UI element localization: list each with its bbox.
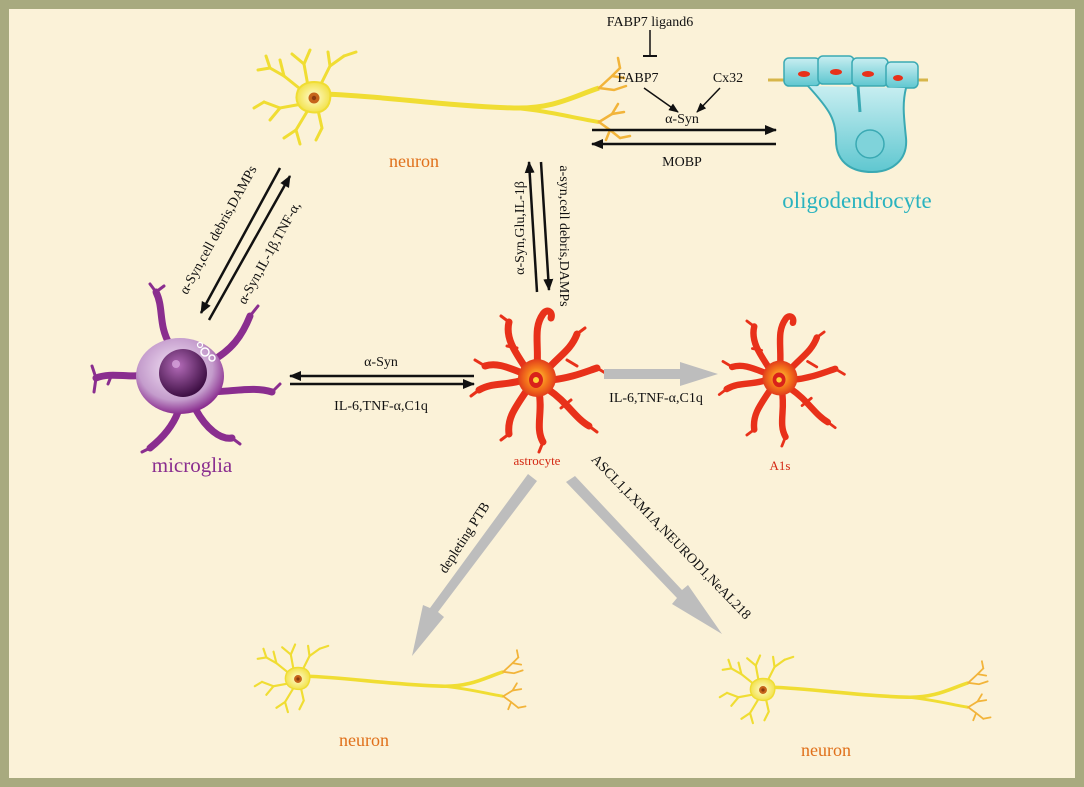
label-a1s: A1s bbox=[770, 458, 791, 473]
label-microglia-to-astrocyte: IL-6,TNF-α,C1q bbox=[334, 399, 428, 414]
label-neuron-bottom-left: neuron bbox=[339, 730, 389, 750]
label-astrocyte-to-microglia: α-Syn bbox=[364, 355, 398, 370]
label-neuron-top: neuron bbox=[389, 151, 439, 171]
astrocyte-cell bbox=[471, 311, 607, 452]
gray-arrow-astrocyte-to-a1s bbox=[604, 362, 718, 386]
a1s-cell bbox=[719, 316, 844, 446]
label-neuron-to-astrocyte: a-syn,cell debris,DAMPs bbox=[556, 165, 571, 306]
oligodendrocyte-cell bbox=[768, 55, 928, 174]
arrow-fabp7-to-asyn bbox=[643, 87, 679, 113]
gray-arrow-astrocyte-to-neuron-left bbox=[412, 474, 537, 656]
label-reprogramming-factors: ASCL1,LXM1A,NEUROD1,NeAL218 bbox=[588, 452, 754, 623]
label-fabp7: FABP7 bbox=[618, 71, 659, 86]
label-asyn-oligo: α-Syn bbox=[665, 112, 699, 127]
arrow-cx32-to-asyn bbox=[696, 87, 721, 113]
label-cx32: Cx32 bbox=[713, 71, 743, 86]
label-astrocyte: astrocyte bbox=[514, 453, 561, 468]
arrow-microglia-to-neuron bbox=[207, 175, 292, 321]
neuron-top-cell bbox=[254, 50, 630, 144]
neuron-bottom-right-cell bbox=[717, 653, 993, 725]
arrow-neuron-to-microglia bbox=[199, 167, 282, 314]
neuron-bottom-left-cell bbox=[253, 642, 528, 714]
label-oligodendrocyte: oligodendrocyte bbox=[782, 188, 931, 213]
label-astrocyte-to-a1s: IL-6,TNF-α,C1q bbox=[609, 391, 703, 406]
label-fabp7-ligand: FABP7 ligand6 bbox=[607, 15, 693, 30]
label-mobp: MOBP bbox=[662, 155, 702, 170]
arrow-astrocyte-to-neuron bbox=[524, 161, 539, 293]
label-neuron-bottom-right: neuron bbox=[801, 740, 851, 760]
label-microglia: microglia bbox=[152, 453, 233, 477]
gray-arrow-astrocyte-to-neuron-right bbox=[566, 476, 722, 634]
label-astrocyte-to-neuron: α-Syn,Glu,IL-1β bbox=[513, 181, 528, 275]
microglia-cell bbox=[90, 282, 282, 454]
arrow-neuron-to-astrocyte bbox=[539, 161, 554, 291]
